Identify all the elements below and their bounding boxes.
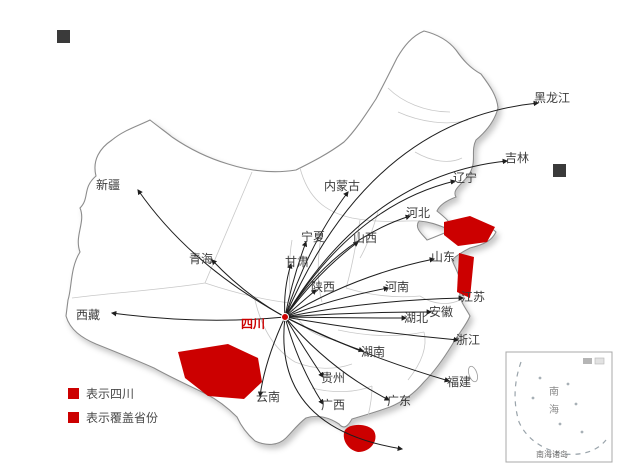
flow-arrow-xizang <box>110 310 286 321</box>
province-labels: 新疆 青海 西藏 内蒙古 宁夏 甘肃 陕西 山西 河北 辽宁 吉林 黑龙江 山东… <box>76 91 570 412</box>
flow-arrow-hubei <box>284 315 408 321</box>
label-jiangsu: 江苏 <box>461 290 485 304</box>
label-qinghai: 青海 <box>189 251 213 266</box>
label-anhui: 安徽 <box>429 304 453 319</box>
inset-sea-char-hai: 海 <box>549 403 559 416</box>
legend: 表示四川 表示覆盖省份 <box>68 387 158 425</box>
inset-scale-mark-2 <box>594 357 605 365</box>
legend-swatch-2 <box>68 412 79 423</box>
label-hunan: 湖南 <box>361 344 385 359</box>
label-xizang: 西藏 <box>76 308 100 322</box>
flow-arrow-shanxi <box>284 241 359 318</box>
flow-arrow-qinghai <box>211 259 286 318</box>
inset-dash-line <box>514 361 607 455</box>
label-guangdong: 广东 <box>387 394 411 408</box>
label-fujian: 福建 <box>447 374 471 389</box>
label-sichuan: 四川 <box>241 317 265 331</box>
highlighted-regions <box>178 216 495 399</box>
inset-islands-label: 南海诸岛 <box>536 449 568 459</box>
label-ningxia: 宁夏 <box>301 229 325 244</box>
red-region-jiangsu-coast <box>457 253 474 298</box>
flow-arrow-hainan <box>283 316 404 452</box>
flow-arrow-fujian <box>284 316 451 383</box>
flow-arrow-heilongjiang <box>284 100 540 318</box>
label-guizhou: 贵州 <box>321 371 345 385</box>
label-hebei: 河北 <box>406 206 430 220</box>
flow-arrow-guangxi <box>284 316 324 405</box>
taiwan-island <box>468 365 478 383</box>
label-hubei: 湖北 <box>404 310 428 325</box>
flow-arrow-gansu <box>284 262 293 318</box>
flow-arrow-guizhou <box>284 316 324 378</box>
south-china-sea-inset: 南 海 南海诸岛 <box>505 351 613 463</box>
flow-arrow-henan <box>284 286 390 318</box>
label-gansu: 甘肃 <box>285 255 309 269</box>
label-shanxi: 山西 <box>353 231 377 245</box>
inset-scale-mark-1 <box>583 358 592 364</box>
flow-arrows <box>110 100 540 452</box>
sichuan-origin-dot <box>281 313 289 321</box>
label-guangxi: 广西 <box>321 398 345 412</box>
flow-arrow-jilin <box>284 158 509 318</box>
flow-arrow-shandong <box>284 257 436 318</box>
dark-square-decoration-1 <box>57 30 70 43</box>
label-heilongjiang: 黑龙江 <box>534 91 570 105</box>
flow-arrow-ningxia <box>284 240 308 318</box>
flow-arrow-yunnan <box>257 316 286 398</box>
label-henan: 河南 <box>385 279 409 294</box>
flow-arrow-xinjiang <box>137 189 286 318</box>
red-region-yunnan <box>178 344 262 399</box>
red-region-shandong <box>444 216 495 246</box>
label-xinjiang: 新疆 <box>96 177 120 192</box>
legend-swatch-1 <box>68 388 79 399</box>
china-mainland-outline <box>65 30 499 445</box>
label-shaanxi: 陕西 <box>311 279 335 294</box>
flow-arrow-hebei <box>284 214 412 318</box>
flow-arrow-guangdong <box>284 316 390 401</box>
dark-square-decoration-2 <box>553 164 566 177</box>
inset-frame <box>505 351 613 463</box>
flow-arrow-anhui <box>284 309 433 318</box>
label-jilin: 吉林 <box>505 151 529 165</box>
label-neimenggu: 内蒙古 <box>324 178 360 193</box>
label-zhejiang: 浙江 <box>456 333 480 347</box>
flow-arrow-neimenggu <box>284 191 349 318</box>
label-yunnan: 云南 <box>256 389 280 404</box>
legend-label-2: 表示覆盖省份 <box>86 411 158 425</box>
inset-sea-char-nan: 南 <box>549 385 559 398</box>
flow-arrow-jiangsu <box>284 295 465 318</box>
label-shandong: 山东 <box>431 250 455 264</box>
flow-arrow-liaoning <box>284 179 457 318</box>
flow-arrow-zhejiang <box>284 316 460 343</box>
legend-label-1: 表示四川 <box>86 387 134 401</box>
label-liaoning: 辽宁 <box>453 170 477 185</box>
province-borders <box>71 87 469 417</box>
